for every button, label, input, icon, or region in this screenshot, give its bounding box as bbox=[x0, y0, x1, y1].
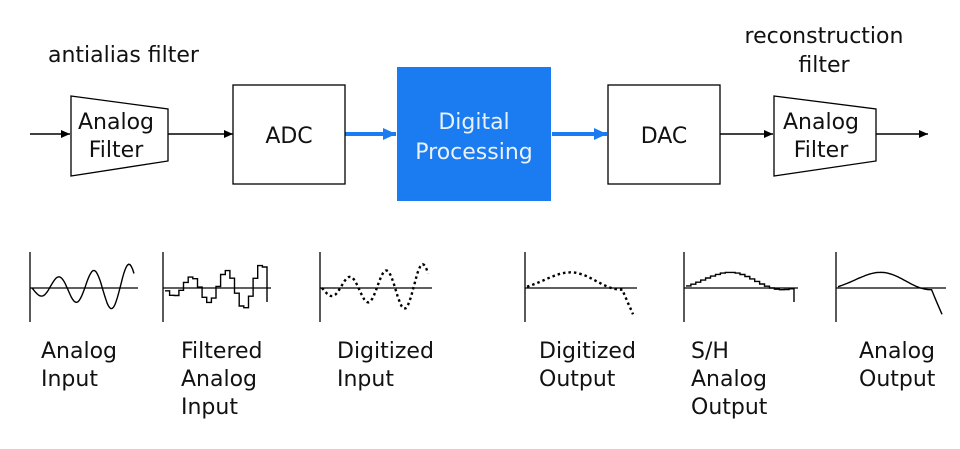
analog-output-plot bbox=[835, 252, 946, 322]
caption-sh-analog-output: S/H Analog Output bbox=[691, 339, 768, 420]
signal-plots bbox=[29, 252, 946, 322]
digital-processing-block: Digital Processing bbox=[397, 67, 551, 201]
reconstruction-label-line2: filter bbox=[798, 53, 850, 78]
caption-analog-input: Analog Input bbox=[41, 339, 117, 392]
output-filter-label-line1: Analog bbox=[783, 110, 859, 135]
caption-digitized-input: Digitized Input bbox=[337, 339, 434, 392]
adc-block: ADC bbox=[232, 84, 346, 185]
caption-line: Analog bbox=[41, 339, 117, 364]
dac-block: DAC bbox=[607, 84, 721, 185]
output-filter-label-line2: Filter bbox=[794, 138, 849, 163]
output-analog-filter-block: Analog Filter bbox=[773, 95, 877, 177]
plot-waveform bbox=[686, 271, 795, 302]
adc-label: ADC bbox=[265, 124, 312, 149]
caption-line: Output bbox=[539, 367, 616, 392]
caption-line: Input bbox=[181, 395, 238, 420]
analog-input-plot bbox=[29, 252, 138, 322]
input-filter-label-line1: Analog bbox=[78, 110, 154, 135]
plot-waveform bbox=[165, 264, 268, 309]
digitized-input-plot bbox=[319, 252, 432, 322]
input-filter-label-line2: Filter bbox=[89, 138, 144, 163]
caption-line: S/H bbox=[691, 339, 729, 364]
reconstruction-label-line1: reconstruction bbox=[745, 24, 904, 49]
caption-line: Filtered bbox=[181, 339, 263, 364]
input-analog-filter-block: Analog Filter bbox=[70, 95, 169, 177]
filtered-input-plot bbox=[162, 252, 271, 322]
caption-line: Digitized bbox=[337, 339, 434, 364]
caption-line: Analog bbox=[181, 367, 257, 392]
caption-line: Analog bbox=[859, 339, 935, 364]
dac-label: DAC bbox=[641, 124, 688, 149]
plot-waveform bbox=[837, 271, 943, 315]
plot-waveform bbox=[321, 262, 430, 310]
processing-label-line2: Processing bbox=[415, 140, 532, 165]
caption-line: Input bbox=[41, 367, 98, 392]
caption-line: Analog bbox=[691, 367, 767, 392]
caption-line: Output bbox=[691, 395, 768, 420]
antialias-label: antialias filter bbox=[48, 43, 200, 68]
plot-waveform bbox=[31, 263, 135, 310]
digitized-output-plot bbox=[524, 252, 637, 322]
caption-analog-output: Analog Output bbox=[859, 339, 936, 392]
processing-label-line1: Digital bbox=[438, 110, 509, 135]
plot-waveform bbox=[526, 271, 635, 315]
caption-line: Output bbox=[859, 367, 936, 392]
caption-line: Digitized bbox=[539, 339, 636, 364]
sh-output-plot bbox=[683, 252, 798, 322]
caption-digitized-output: Digitized Output bbox=[539, 339, 636, 392]
caption-filtered-analog-input: Filtered Analog Input bbox=[181, 339, 263, 420]
caption-line: Input bbox=[337, 367, 394, 392]
